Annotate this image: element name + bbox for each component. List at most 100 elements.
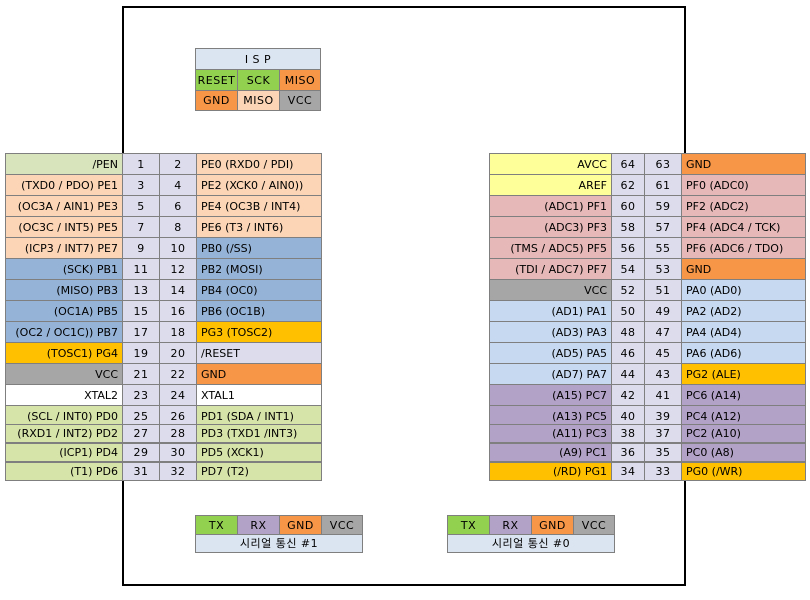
isp-pin-reset: RESET [195,69,238,91]
right-pin-number: 34 [611,462,645,481]
isp-pin-gnd: GND [195,90,238,111]
right-pin-number: 36 [611,443,645,462]
serial-1-pin-tx: TX [195,515,238,535]
left-pin-label-left: (ICP1) PD4 [5,443,123,462]
right-pin-label-right: PF0 (ADC0) [681,174,806,196]
isp-pin-vcc: VCC [279,90,321,111]
right-pin-number: 56 [611,237,645,259]
left-pin-label-left: (OC1A) PB5 [5,300,123,322]
left-pin-label-right: PD5 (XCK1) [196,443,322,462]
right-pin-number: 41 [644,384,682,406]
left-pin-label-right: PG3 (TOSC2) [196,321,322,343]
left-pin-label-left: (TXD0 / PDO) PE1 [5,174,123,196]
right-pin-number: 44 [611,363,645,385]
left-pin-label-right: PE2 (XCK0 / AIN0)) [196,174,322,196]
right-pin-number: 59 [644,195,682,217]
right-pin-label-right: PF2 (ADC2) [681,195,806,217]
right-pin-label-left: (ADC1) PF1 [489,195,612,217]
left-pin-label-left: (ICP3 / INT7) PE7 [5,237,123,259]
right-pin-label-left: AREF [489,174,612,196]
left-pin-label-right: PB2 (MOSI) [196,258,322,280]
left-pin-number: 20 [159,342,197,364]
left-pin-number: 12 [159,258,197,280]
left-pin-number: 14 [159,279,197,301]
right-pin-label-right: PA6 (AD6) [681,342,806,364]
left-pin-number: 11 [122,258,160,280]
isp-title: I S P [195,48,321,70]
left-pin-number: 6 [159,195,197,217]
serial-0-pin-tx: TX [447,515,490,535]
serial-1-pin-rx: RX [237,515,280,535]
left-pin-number: 13 [122,279,160,301]
left-pin-number: 16 [159,300,197,322]
right-pin-number: 60 [611,195,645,217]
right-pin-label-left: (A15) PC7 [489,384,612,406]
right-pin-number: 49 [644,300,682,322]
left-pin-label-left: XTAL2 [5,384,123,406]
left-pin-label-left: (SCK) PB1 [5,258,123,280]
left-pin-number: 22 [159,363,197,385]
right-pin-number: 38 [611,424,645,443]
right-pin-label-right: PF6 (ADC6 / TDO) [681,237,806,259]
left-pin-label-left: /PEN [5,153,123,175]
left-pin-number: 1 [122,153,160,175]
right-pin-number: 48 [611,321,645,343]
right-pin-number: 50 [611,300,645,322]
serial-1-pin-gnd: GND [279,515,322,535]
right-pin-label-right: PA0 (AD0) [681,279,806,301]
left-pin-number: 5 [122,195,160,217]
right-pin-label-left: (A9) PC1 [489,443,612,462]
right-pin-number: 57 [644,216,682,238]
left-pin-label-left: (MISO) PB3 [5,279,123,301]
right-pin-label-left: (A11) PC3 [489,424,612,443]
left-pin-number: 23 [122,384,160,406]
serial-0-pin-rx: RX [489,515,532,535]
left-pin-label-right: XTAL1 [196,384,322,406]
left-pin-number: 9 [122,237,160,259]
serial-0-pin-gnd: GND [531,515,574,535]
right-pin-number: 33 [644,462,682,481]
serial-1-connector: TX RX GND VCC 시리얼 통신 #1 [195,515,363,553]
right-pin-number: 43 [644,363,682,385]
right-pin-number: 55 [644,237,682,259]
right-pin-number: 52 [611,279,645,301]
right-pin-label-left: (/RD) PG1 [489,462,612,481]
right-pin-label-left: (AD7) PA7 [489,363,612,385]
left-pin-label-right: PB6 (OC1B) [196,300,322,322]
right-pin-label-left: (ADC3) PF3 [489,216,612,238]
left-pin-number: 3 [122,174,160,196]
left-pin-number: 32 [159,462,197,481]
right-pin-number: 51 [644,279,682,301]
left-pin-number: 21 [122,363,160,385]
serial-0-caption: 시리얼 통신 #0 [447,534,615,553]
left-pin-label-right: GND [196,363,322,385]
left-pin-label-left: (OC3A / AIN1) PE3 [5,195,123,217]
right-pin-label-left: (TMS / ADC5) PF5 [489,237,612,259]
left-pin-label-left: VCC [5,363,123,385]
left-pin-label-left: (OC3C / INT5) PE5 [5,216,123,238]
right-pin-number: 35 [644,443,682,462]
right-pin-label-left: (TDI / ADC7) PF7 [489,258,612,280]
serial-0-pin-vcc: VCC [573,515,615,535]
isp-connector: I S P RESET SCK MISO GND MISO VCC [195,48,321,111]
isp-pin-sck: SCK [237,69,280,91]
right-pin-label-right: GND [681,258,806,280]
right-pin-number: 46 [611,342,645,364]
right-pin-label-left: (AD1) PA1 [489,300,612,322]
right-pin-number: 47 [644,321,682,343]
serial-1-pin-vcc: VCC [321,515,363,535]
left-pin-label-right: PB0 (/SS) [196,237,322,259]
left-pin-number: 24 [159,384,197,406]
left-pin-label-right: PD3 (TXD1 /INT3) [196,424,322,443]
left-pin-number: 17 [122,321,160,343]
serial-0-connector: TX RX GND VCC 시리얼 통신 #0 [447,515,615,553]
right-pin-number: 61 [644,174,682,196]
left-pin-number: 18 [159,321,197,343]
left-pin-label-right: PD7 (T2) [196,462,322,481]
right-pin-label-right: PC2 (A10) [681,424,806,443]
left-pin-number: 27 [122,424,160,443]
left-pin-number: 30 [159,443,197,462]
right-pin-label-right: PF4 (ADC4 / TCK) [681,216,806,238]
right-pin-label-right: PG2 (ALE) [681,363,806,385]
